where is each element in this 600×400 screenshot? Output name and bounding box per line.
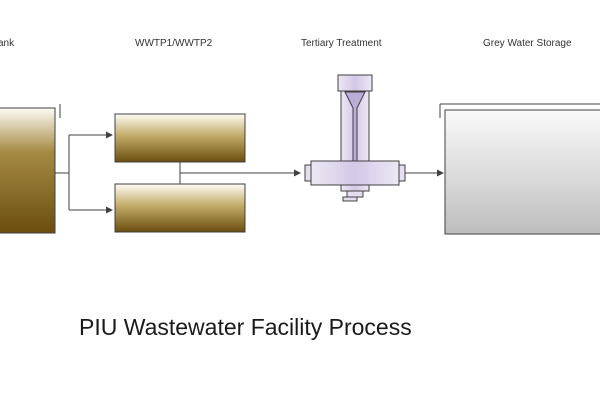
- grey-water-storage-tank: [439, 103, 600, 235]
- wwtp1-tank: [114, 113, 246, 163]
- label-tertiary-treatment: Tertiary Treatment: [301, 38, 382, 49]
- tertiary-treatment-unit: [304, 74, 406, 202]
- label-grey-water-storage: Grey Water Storage: [483, 38, 572, 49]
- tank-outlet-pipes: [55, 131, 113, 214]
- holding-tank: [0, 104, 61, 234]
- wwtp-outlet-pipe: [179, 162, 301, 184]
- label-wwtp: WWTP1/WWTP2: [135, 38, 213, 49]
- wwtp2-tank: [114, 183, 246, 233]
- label-tank: ank: [0, 38, 15, 49]
- diagram-title: PIU Wastewater Facility Process: [79, 314, 412, 340]
